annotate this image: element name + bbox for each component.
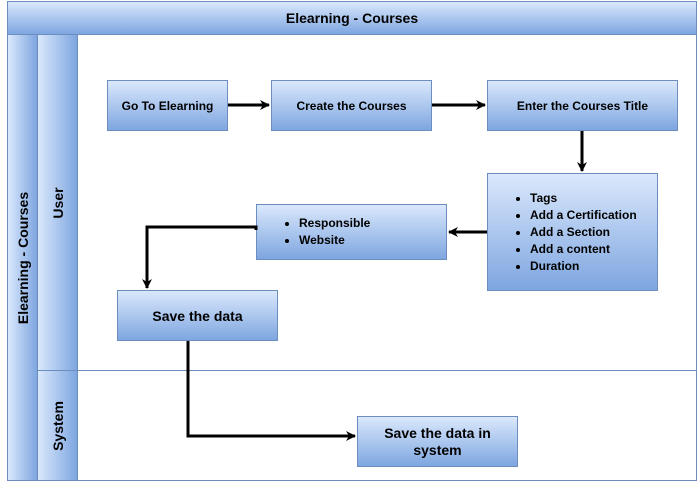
course-details-list: Tags Add a Certification Add a Section A… [488,190,637,275]
save-data-node[interactable]: Save the data [117,290,278,341]
list-item: Responsible [299,215,370,232]
save-in-system-node[interactable]: Save the data in system [357,416,518,467]
list-item: Add a content [530,241,637,258]
create-courses-node[interactable]: Create the Courses [271,80,432,131]
arrow-responsible-to-save [142,225,258,289]
responsible-list: Responsible Website [257,215,370,249]
list-item: Duration [530,258,637,275]
diagram-title: Elearning - Courses [7,1,697,35]
list-item: Tags [530,190,637,207]
responsible-node[interactable]: Responsible Website [256,204,447,260]
course-details-node[interactable]: Tags Add a Certification Add a Section A… [487,173,658,291]
go-to-elearning-node[interactable]: Go To Elearning [107,80,228,131]
list-item: Add a Section [530,224,637,241]
list-item: Add a Certification [530,207,637,224]
pool-label: Elearning - Courses [7,34,38,481]
list-item: Website [299,232,370,249]
arrow-save-to-system [186,341,356,441]
enter-title-node[interactable]: Enter the Courses Title [487,80,678,131]
